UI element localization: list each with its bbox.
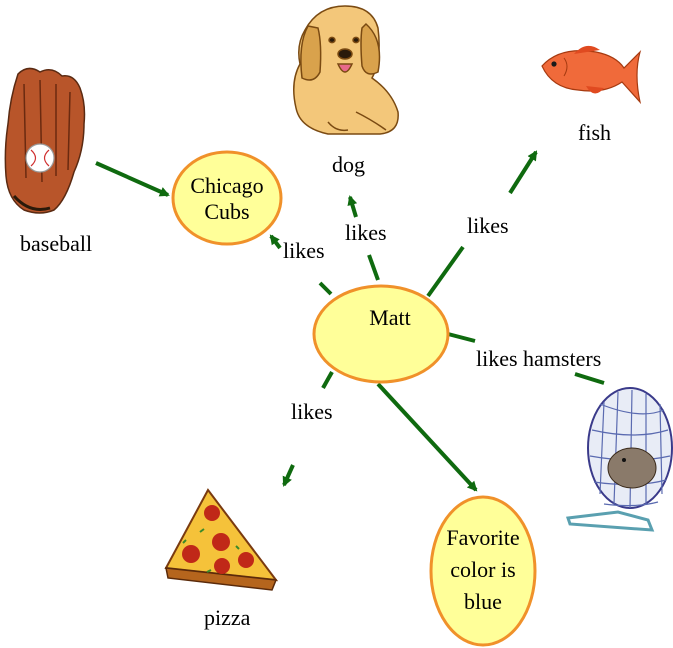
dog-picture <box>293 5 399 135</box>
arrow-matt-to-hamster-lower <box>447 332 476 343</box>
arrows <box>95 150 605 492</box>
edge-label-cubs: likes <box>283 238 325 263</box>
blue-label-line1: Favorite <box>446 525 520 550</box>
arrow-matt-to-fish-upper <box>508 150 538 195</box>
pizza-label: pizza <box>204 605 251 630</box>
edge-label-fish: likes <box>467 213 509 238</box>
cubs-label-line2: Cubs <box>204 199 250 224</box>
arrow-matt-to-cubs-lower <box>318 281 333 296</box>
fish-label: fish <box>578 120 611 145</box>
baseball-glove-picture <box>4 67 86 214</box>
blue-label-line2: color is <box>450 557 516 582</box>
arrow-matt-to-dog-upper <box>347 195 358 218</box>
arrow-matt-to-pizza-upper <box>282 464 295 487</box>
node-matt[interactable] <box>312 284 450 384</box>
edge-label-dog: likes <box>345 220 387 245</box>
arrow-matt-to-cubs-upper <box>269 234 282 250</box>
fish-picture <box>541 45 642 105</box>
arrow-matt-to-hamster-upper <box>574 372 605 385</box>
arrow-baseball-to-cubs <box>95 161 170 197</box>
edge-label-hamsters: likes hamsters <box>476 346 602 371</box>
arrow-matt-to-pizza-lower <box>321 371 334 389</box>
arrow-matt-to-dog-lower <box>367 254 380 281</box>
arrow-matt-to-fish-lower <box>426 245 465 298</box>
node-chicago-cubs[interactable] <box>171 150 283 246</box>
baseball-label: baseball <box>20 231 93 256</box>
blue-label-line3: blue <box>464 589 502 614</box>
node-favorite-color[interactable] <box>429 495 537 647</box>
dog-label: dog <box>332 152 365 177</box>
cubs-node-label: Chicago Cubs <box>180 170 274 228</box>
arrow-matt-to-blue <box>376 382 478 492</box>
cubs-label-line1: Chicago <box>190 173 264 198</box>
matt-node-label: Matt <box>369 305 411 330</box>
pizza-picture <box>164 488 279 591</box>
favorite-color-node-label: Favorite color is blue <box>436 522 530 618</box>
hamster-wheel-picture <box>565 387 673 532</box>
edge-label-pizza: likes <box>291 399 333 424</box>
